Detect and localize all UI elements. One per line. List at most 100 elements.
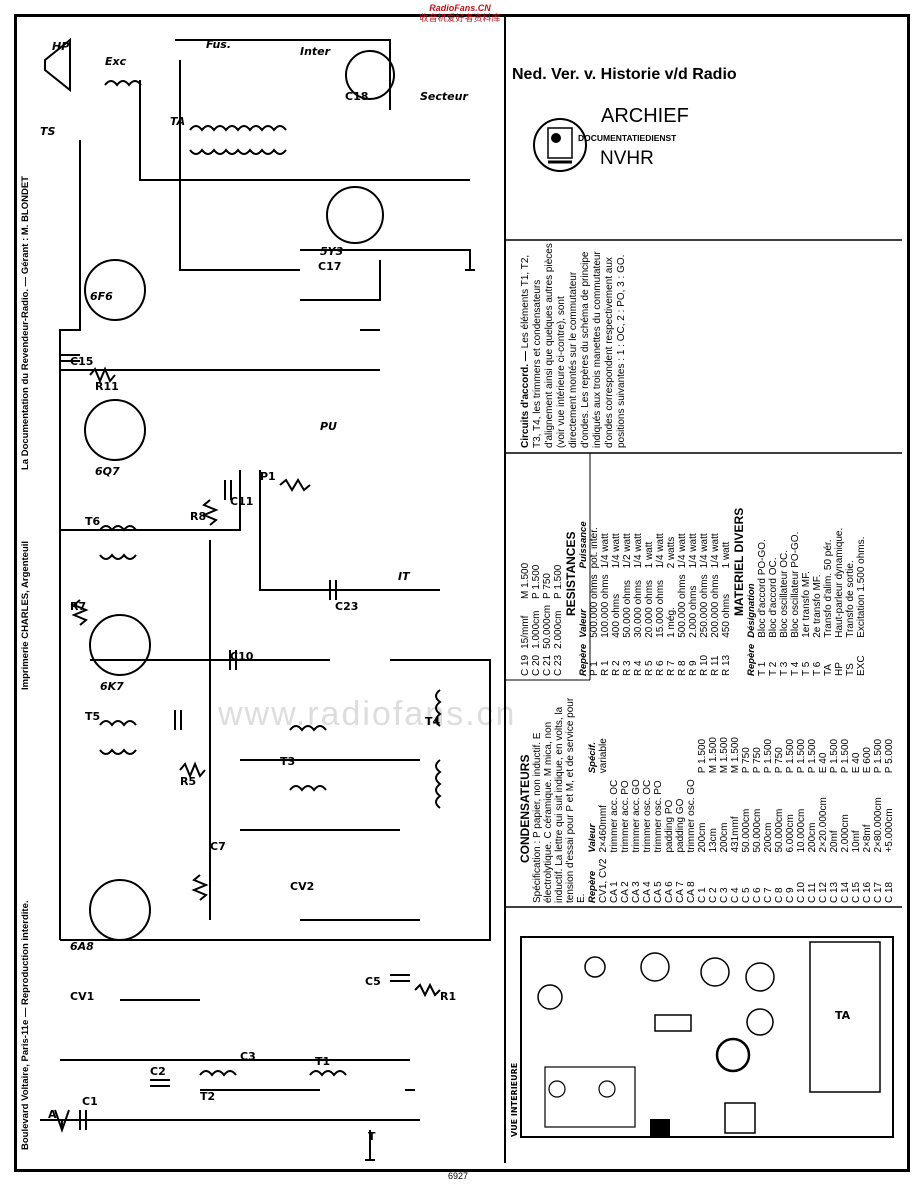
- materiel-title: MATERIEL DIVERS: [732, 507, 746, 616]
- cond-cell: P 1.500: [763, 738, 774, 774]
- site-watermark: RadioFans.CN 收音机爱好者资料库: [360, 3, 560, 23]
- res-cell: 400 ohms: [611, 593, 622, 638]
- cond-cell: CA 8: [686, 881, 697, 903]
- cond-cell: CA 6: [664, 881, 675, 903]
- cond-cell: C 12: [818, 881, 829, 903]
- label-r7: R7: [70, 600, 86, 613]
- circuit-note-text: Les éléments T1, T2, T3, T4, les trimmer…: [520, 243, 627, 448]
- cond2-cell: 15/mmf: [520, 615, 531, 649]
- res-col-repere: Repère: [578, 643, 589, 676]
- cond2-cell: P 1.500: [531, 564, 542, 599]
- res-cell: 1/4 watt: [688, 533, 699, 569]
- label-it: IT: [398, 570, 411, 583]
- res-cell: 500.000 ohms: [589, 574, 600, 638]
- label-r8: R8: [190, 510, 206, 523]
- cond-cell: C 4: [730, 887, 741, 903]
- condensateurs-spec: Spécification : P papier, non inductif. …: [532, 697, 587, 903]
- cond2-cell: P 1.500: [553, 564, 564, 599]
- archive-header: Ned. Ver. v. Historie v/d Radio: [512, 66, 737, 83]
- res-cell: 2 watts: [666, 536, 677, 569]
- cond2-cell: C 21: [542, 654, 553, 676]
- cond-cell: variable: [598, 738, 609, 774]
- res-cell: 15.000 ohms: [655, 579, 666, 638]
- mat-cell: T 5: [801, 661, 812, 676]
- cond-cell: [686, 731, 697, 773]
- res-cell: 1 watt: [644, 541, 655, 569]
- watermark-site: RadioFans.CN: [429, 3, 491, 13]
- cond-cell: [653, 731, 664, 773]
- watermark-cn: 收音机爱好者资料库: [419, 13, 501, 23]
- mat-cell: Bloc oscillateur PO-GO.: [790, 531, 801, 638]
- mat-cell: TA: [823, 663, 834, 676]
- cond-cell: trimmer osc. PO: [653, 780, 664, 853]
- cond-cell: E 40: [818, 752, 829, 774]
- label-c18: C18: [345, 90, 368, 103]
- cond-cell: M 1.500: [708, 737, 719, 774]
- cond-cell: padding GO: [675, 798, 686, 853]
- cond-cell: 50.000cm: [774, 808, 785, 853]
- cond-cell: CA 7: [675, 881, 686, 903]
- label-secteur: Secteur: [420, 90, 468, 103]
- mat-col-designation: Désignation: [746, 583, 757, 638]
- res-cell: R 9: [688, 660, 699, 676]
- cond-cell: C 14: [840, 881, 851, 903]
- label-ts: TS: [40, 125, 56, 138]
- res-cell: R 1: [600, 660, 611, 676]
- cond-cell: +5.000cm: [884, 808, 895, 853]
- cond-col-repere: Repère: [587, 870, 598, 903]
- label-c1: C1: [82, 1095, 98, 1108]
- archive-stamp-org: NVHR: [600, 148, 654, 169]
- label-fus: Fus.: [206, 38, 231, 51]
- cond2-cell: C 23: [553, 654, 564, 676]
- cond-cell: trimmer acc. PO: [620, 780, 631, 853]
- cond-row: CA 7 padding GO: [675, 731, 686, 903]
- res-cell: R 4: [633, 660, 644, 676]
- circuit-note: Circuits d'accord. — Les éléments T1, T2…: [520, 243, 628, 448]
- cond-cell: C 8: [774, 887, 785, 903]
- res-cell: 1/4 watt: [710, 533, 721, 569]
- cond-cell: CA 3: [631, 881, 642, 903]
- label-r11: R11: [95, 380, 119, 393]
- res-col-puissance: Puissance: [578, 521, 589, 569]
- cond-cell: 2×8mf: [862, 824, 873, 853]
- label-c11: C11: [230, 495, 253, 508]
- mat-cell: Bloc d'accord PO-GO.: [757, 539, 768, 638]
- res-cell: P 1: [589, 661, 600, 676]
- page-footer: 6927: [448, 1171, 469, 1181]
- mat-cell: EXC: [856, 655, 867, 676]
- cond-cell: [609, 731, 620, 773]
- cond-cell: 50.000cm: [741, 808, 752, 853]
- res-cell: 500.000 ohms: [677, 574, 688, 638]
- cond-cell: CA 5: [653, 881, 664, 903]
- res-cell: 100.000 ohms: [600, 574, 611, 638]
- cond-cell: [642, 731, 653, 773]
- cond-cell: 200cm: [697, 822, 708, 853]
- circuit-note-heading: Circuits d'accord. —: [520, 351, 531, 448]
- cond-cell: 10.000cm: [796, 808, 807, 853]
- res-cell: R 11: [710, 655, 721, 676]
- res-cell: 1/4 watt: [677, 533, 688, 569]
- mat-cell: T 1: [757, 661, 768, 676]
- cond-cell: [620, 731, 631, 773]
- cond-cell: 200cm: [807, 822, 818, 853]
